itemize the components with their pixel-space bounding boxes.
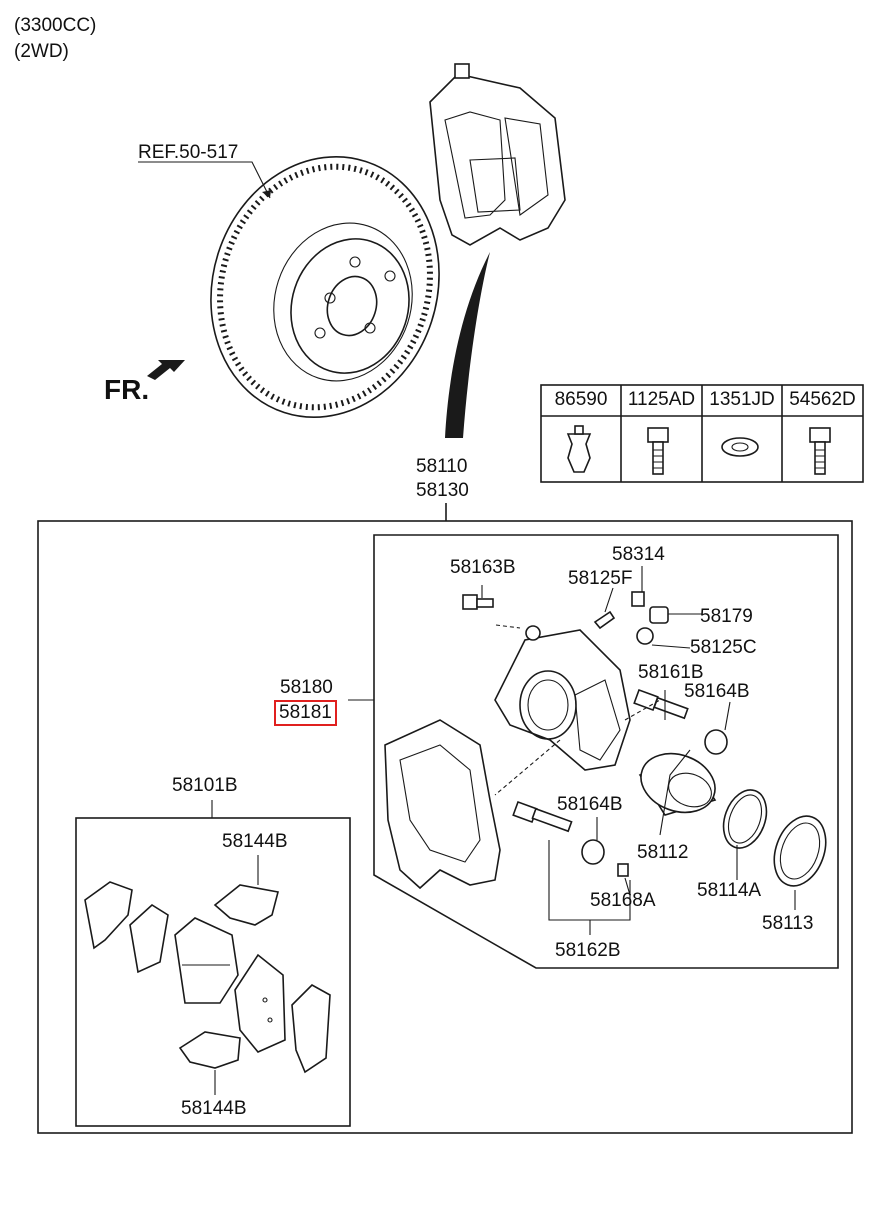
label-58125C[interactable]: 58125C [690,637,757,658]
caliper-box [373,534,839,969]
label-58101B[interactable]: 58101B [172,775,238,796]
label-58161B[interactable]: 58161B [638,662,704,683]
piston[interactable] [633,744,724,823]
guide-pin-lower[interactable] [512,800,573,833]
caliper-code-58180[interactable]: 58180 [280,677,333,698]
brake-disc[interactable] [178,127,473,447]
label-58164B-upper[interactable]: 58164B [684,681,750,702]
dust-cap[interactable] [649,606,669,624]
label-58179[interactable]: 58179 [700,606,753,627]
pad-shim-left[interactable] [84,881,133,950]
label-58163B[interactable]: 58163B [450,557,516,578]
assembly-code-58130[interactable]: 58130 [416,480,469,501]
front-marker: FR. [104,374,150,405]
guide-pin-boot-upper[interactable] [704,729,728,755]
label-58164B-lower[interactable]: 58164B [557,794,623,815]
label-58314[interactable]: 58314 [612,544,665,565]
piston-boot[interactable] [765,809,835,893]
hardware-table [540,384,864,483]
guide-pin-cap[interactable] [617,863,629,877]
brake-pad-inner[interactable] [174,917,239,1004]
piston-seal[interactable] [716,784,774,854]
guide-pin-boot-lower[interactable] [581,839,605,865]
caliper-assembly-top[interactable] [429,63,566,246]
label-58113[interactable]: 58113 [762,913,814,934]
label-58125F[interactable]: 58125F [568,568,633,589]
label-58162B[interactable]: 58162B [555,940,621,961]
table-header-1125AD: 1125AD [627,389,696,410]
washer-icon [721,437,759,457]
caliper-bracket[interactable] [384,719,501,890]
brake-pad-outer[interactable] [234,953,286,1053]
table-header-86590: 86590 [554,389,608,410]
engine-spec: (3300CC) [14,15,97,36]
banjo-fitting[interactable] [636,627,654,645]
pad-clip-bottom[interactable] [178,1031,241,1069]
pad-shim-second[interactable] [129,904,169,974]
flange-bolt-icon [809,427,831,475]
pad-kit-box [75,817,351,1127]
assembly-code-58110[interactable]: 58110 [416,456,468,477]
clip-icon [566,425,592,473]
pad-shim-right[interactable] [291,984,331,1074]
bleeder-screw[interactable] [593,610,616,630]
table-header-54562D: 54562D [789,389,856,410]
guide-pin-bolt-top[interactable] [462,594,494,610]
label-58114A[interactable]: 58114A [697,880,762,901]
assembly-frame [37,520,853,1134]
caliper-code-58181[interactable]: 58181 [274,700,337,726]
label-58112[interactable]: 58112 [637,842,689,863]
flange-bolt-icon [647,427,669,475]
table-header-1351JD: 1351JD [709,389,775,410]
guide-pin-upper[interactable] [633,688,689,720]
bleeder-cap[interactable] [631,591,645,607]
label-58168A[interactable]: 58168A [590,890,656,911]
pad-clip-top[interactable] [213,884,279,926]
label-58144B-bottom[interactable]: 58144B [181,1098,247,1119]
drive-spec: (2WD) [14,41,69,62]
caliper-housing[interactable] [494,625,631,771]
ref-label: REF.50-517 [138,142,239,163]
label-58144B-top[interactable]: 58144B [222,831,288,852]
